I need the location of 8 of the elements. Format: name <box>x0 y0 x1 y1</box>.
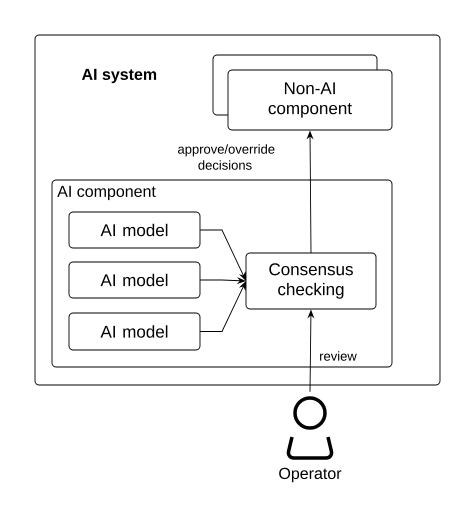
edge-label: review <box>318 350 358 362</box>
component-box: Non-AI component <box>212 54 392 130</box>
process-box: Consensus checking <box>246 252 376 310</box>
person-label: Operator <box>279 468 342 482</box>
model-box: AI model <box>68 262 200 298</box>
model-box: AI model <box>68 312 200 350</box>
model-box: AI model <box>68 212 200 248</box>
edge-label: approve/override decisions <box>176 143 274 171</box>
